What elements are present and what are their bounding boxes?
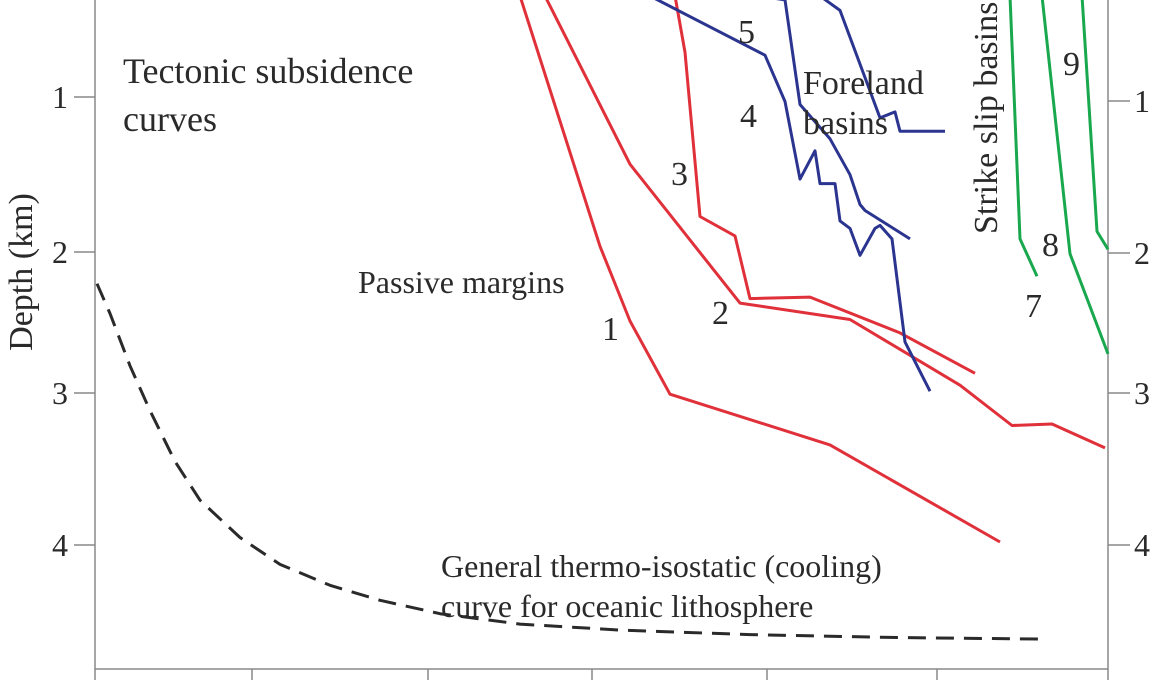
subsidence-curve-6 <box>822 0 945 133</box>
x-tick-marks <box>251 669 938 680</box>
left-tick-label-2: 2 <box>52 234 68 270</box>
left-tick-label-4: 4 <box>52 527 68 563</box>
curve-label-3: 3 <box>671 156 688 193</box>
right-tick-label-1: 1 <box>1134 83 1150 119</box>
subsidence-curve-7 <box>1008 0 1039 277</box>
cooling-curve <box>95 283 1046 641</box>
foreland-label-line1: Foreland <box>803 65 924 102</box>
right-tick-label-2: 2 <box>1134 235 1150 271</box>
y-axis-label: Depth (km) <box>3 193 40 351</box>
subsidence-curve-1 <box>519 0 1001 544</box>
right-tick-label-4: 4 <box>1134 527 1150 563</box>
cooling-annotation-line2: curve for oceanic lithosphere <box>441 588 813 624</box>
passive-margins-label: Passive margins <box>358 264 565 300</box>
curve-label-9: 9 <box>1063 46 1080 83</box>
subsidence-curve-5 <box>775 0 911 241</box>
right-y-ticks: 1 2 3 4 <box>1108 83 1150 563</box>
left-tick-label-3: 3 <box>52 375 68 411</box>
subsidence-curve-9 <box>1080 0 1110 251</box>
subsidence-curve-4 <box>654 0 932 392</box>
left-y-ticks: 1 2 3 4 <box>52 79 95 563</box>
foreland-label-line2: basins <box>803 105 888 142</box>
curve-label-4: 4 <box>740 98 757 135</box>
curve-label-2: 2 <box>712 295 729 332</box>
subsidence-curve-3 <box>674 0 976 375</box>
chart-title-line2: curves <box>123 99 217 139</box>
cooling-annotation-line1: General thermo-isostatic (cooling) <box>441 548 882 584</box>
subsidence-curve-2 <box>545 0 1106 450</box>
subsidence-curve-8 <box>1040 0 1110 355</box>
left-tick-label-1: 1 <box>52 79 68 115</box>
curve-label-7: 7 <box>1025 288 1042 325</box>
chart-title-line1: Tectonic subsidence <box>123 51 413 91</box>
curve-label-5: 5 <box>738 14 755 51</box>
strike-slip-label: Strike slip basins <box>968 2 1005 234</box>
curve-label-1: 1 <box>602 311 619 348</box>
right-tick-label-3: 3 <box>1134 375 1150 411</box>
series-layer <box>95 0 1110 641</box>
curve-label-8: 8 <box>1042 227 1059 264</box>
